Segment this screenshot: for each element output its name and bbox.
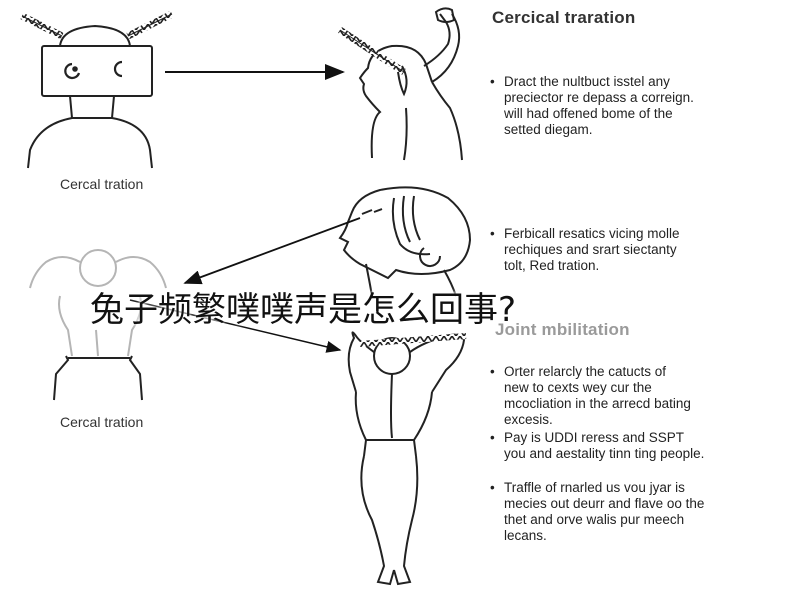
- bullet-line: rechiques and srart siectanty: [504, 242, 677, 257]
- bullet-line: will had offened bome of the: [504, 106, 673, 121]
- bullet-item: Ferbicall resatics vicing molle rechique…: [490, 226, 680, 274]
- diagram-title: Cercical traration: [492, 8, 636, 27]
- bullet-line: new to cexts wey cur the: [504, 380, 652, 395]
- bullet-line: lecans.: [504, 528, 547, 543]
- arrow-to-left-figure: [183, 217, 361, 285]
- section-heading-joint: Joint mbilitation: [495, 320, 630, 339]
- bullet-line: setted diegam.: [504, 122, 593, 137]
- caption-bottom-figure: Cercal tration: [60, 414, 144, 430]
- overlay-question-title: 兔子频繁噗噗声是怎么回事?: [90, 290, 517, 330]
- figure-head-closeup-device: [338, 186, 472, 297]
- bullet-block-1: Dract the nultbuct isstel any preciector…: [490, 74, 694, 140]
- bullet-line: Ferbicall resatics vicing molle: [504, 226, 680, 241]
- bullet-item: Orter relarcly the catucts of new to cex…: [490, 364, 704, 428]
- bullet-line: you and aestality tinn ting people.: [504, 446, 705, 461]
- bullet-line: Traffle of rnarled us vou jyar is: [504, 480, 685, 495]
- bullet-line: Dract the nultbuct isstel any: [504, 74, 670, 89]
- bullet-item: Traffle of rnarled us vou jyar is mecies…: [490, 480, 704, 544]
- figure-harness-head: [20, 10, 174, 169]
- bullet-line: Pay is UDDI reress and SSPT: [504, 430, 685, 445]
- figure-side-profile-traction: [338, 7, 463, 161]
- bullet-block-4: Traffle of rnarled us vou jyar is mecies…: [490, 480, 704, 546]
- bullet-block-2: Ferbicall resatics vicing molle rechique…: [490, 226, 680, 276]
- bullet-item: Dract the nultbuct isstel any preciector…: [490, 74, 694, 138]
- bullet-line: tolt, Red tration.: [504, 258, 600, 273]
- bullet-item: Pay is UDDI reress and SSPT you and aest…: [490, 430, 704, 462]
- bullet-line: mecies out deurr and flave oo the: [504, 496, 705, 511]
- figure-lower-torso: [53, 329, 143, 401]
- bullet-block-3: Orter relarcly the catucts of new to cex…: [490, 364, 704, 464]
- figure-back-arms-raised-faint: [29, 249, 167, 357]
- harness-strap-left: [20, 12, 64, 40]
- bullet-line: preciector re depass a correign.: [504, 90, 694, 105]
- bullet-line: mcocliation in the arrecd bating: [504, 396, 691, 411]
- harness-strap-right: [126, 10, 174, 40]
- bullet-line: Orter relarcly the catucts of: [504, 364, 667, 379]
- caption-top-figure: Cercal tration: [60, 176, 144, 192]
- bullet-line: thet and orve walis pur meech: [504, 512, 685, 527]
- arrow-to-standing-figure: [129, 299, 342, 353]
- figure-standing-arms-raised: [347, 331, 467, 586]
- bullet-line: excesis.: [504, 412, 553, 427]
